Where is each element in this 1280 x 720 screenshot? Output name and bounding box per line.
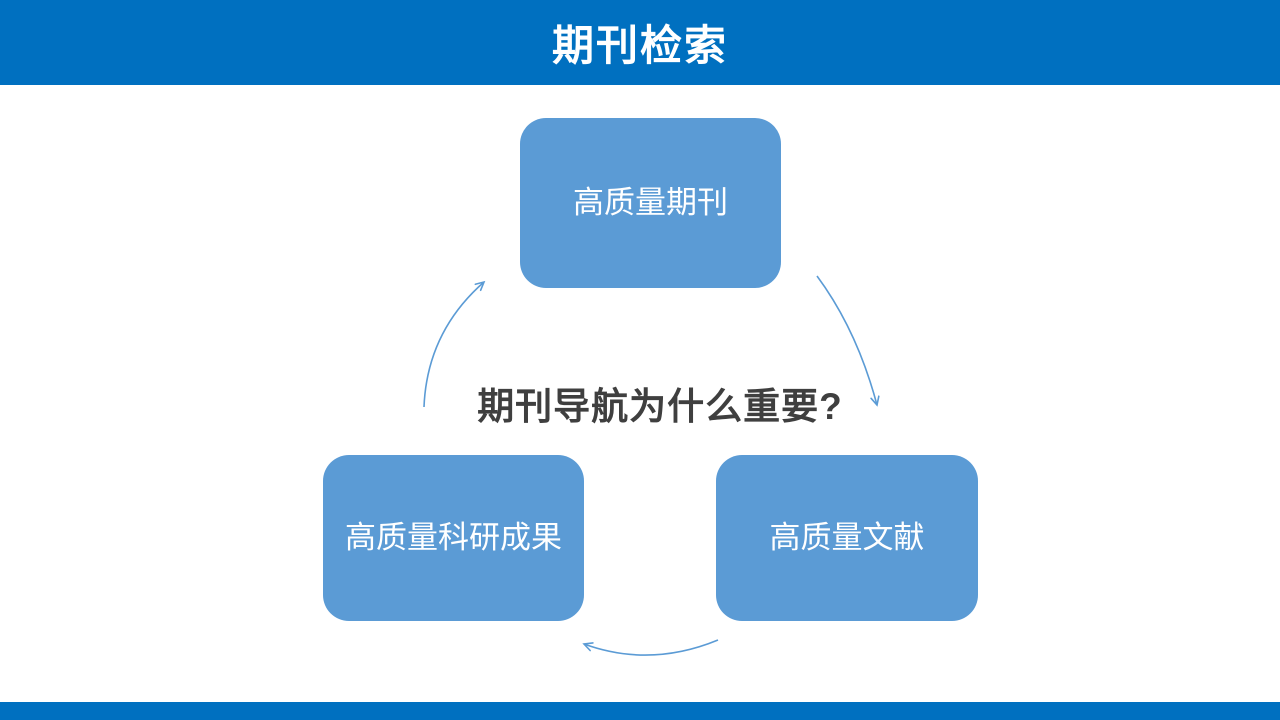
node-label: 高质量文献: [769, 520, 925, 556]
header-bar: 期刊检索: [0, 0, 1280, 85]
node-high-quality-literature: 高质量文献: [716, 455, 978, 621]
footer-bar: [0, 702, 1280, 720]
cycle-arrow-left-icon: [582, 639, 719, 656]
node-high-quality-journals: 高质量期刊: [520, 118, 781, 288]
node-label: 高质量期刊: [573, 185, 728, 221]
node-label: 高质量科研成果: [345, 520, 562, 556]
center-question: 期刊导航为什么重要?: [477, 386, 843, 427]
node-high-quality-research-output: 高质量科研成果: [323, 455, 584, 621]
page-title: 期刊检索: [551, 22, 728, 69]
